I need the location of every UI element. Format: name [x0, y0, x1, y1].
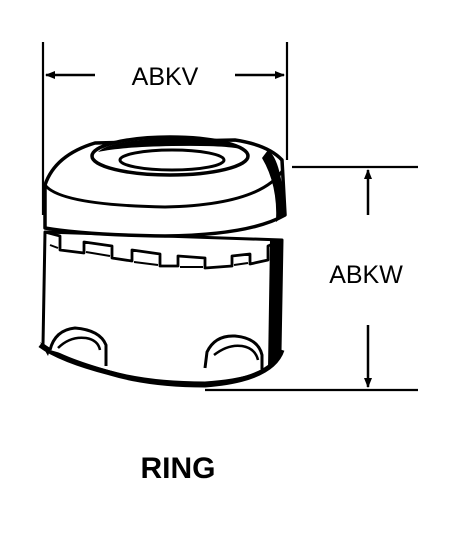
ring-bore-inner	[118, 148, 226, 172]
ring-bottom-notch-left	[48, 326, 108, 366]
ring-illustration	[38, 135, 287, 388]
ring-bottom-shadow-left	[40, 342, 50, 356]
ring-serrated-band	[44, 230, 283, 270]
ring-body-shade	[268, 240, 282, 368]
width-dimension-label: ABKV	[132, 63, 199, 91]
ring-bottom-notch-right-inner	[213, 344, 260, 361]
ring-cap-shade	[262, 150, 285, 222]
ring-bottom-notch-left-inner	[57, 336, 102, 351]
height-dimension-label: ABKW	[329, 261, 403, 289]
ring-bore-shade	[98, 138, 245, 152]
ring-bottom-notch-right	[203, 334, 264, 370]
ring-bottom-edge	[38, 342, 285, 388]
width-dimension: ABKV	[41, 42, 289, 215]
ring-cap-top-surface	[43, 169, 285, 209]
ring-band-lower-line	[49, 244, 249, 268]
diagram-caption: RING	[141, 452, 216, 485]
height-dimension: ABKW	[205, 165, 418, 392]
